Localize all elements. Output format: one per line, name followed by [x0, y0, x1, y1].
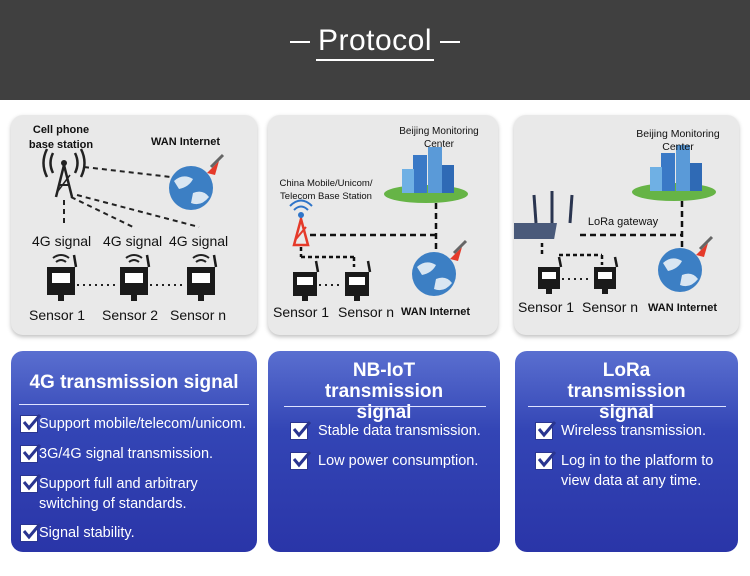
check-icon: [290, 421, 312, 440]
gateway-label: LoRa gateway: [587, 216, 659, 228]
station-label: China Mobile/Unicom/ Telecom Base Statio…: [279, 178, 373, 202]
sensor-device-icon: [120, 254, 151, 301]
signal-label-3: 4G signal: [169, 233, 229, 249]
center-label: Beijing Monitoring Center: [399, 126, 479, 150]
globe-icon: [658, 235, 714, 292]
internet-label: WAN Internet: [151, 136, 221, 148]
globe-icon: [412, 239, 468, 296]
sensor-device-icon: [345, 260, 372, 301]
sensor-device-icon: [594, 256, 619, 294]
signal-label-2: 4G signal: [103, 233, 163, 249]
internet-label: WAN Internet: [401, 306, 471, 318]
sensor-label-n: Sensor n: [338, 304, 395, 320]
card-divider: [284, 406, 486, 407]
page-title: Protocol: [0, 24, 750, 61]
diagram-4g-graphics: [42, 148, 225, 301]
card-nbiot: NB-IoT transmission signal Stable data t…: [268, 351, 500, 552]
check-icon: [20, 414, 42, 433]
panel-4g-diagram: Cell phone base station WAN Internet 4G …: [11, 115, 257, 335]
check-icon: [20, 523, 42, 542]
check-icon: [290, 451, 312, 470]
header-bar: Protocol: [0, 0, 750, 100]
check-icon: [20, 444, 42, 463]
card-4g: 4G transmission signal Support mobile/te…: [11, 351, 257, 552]
card-title: NB-IoT transmission signal: [324, 360, 444, 423]
base-station-icon: [289, 199, 313, 247]
sensor-device-icon: [187, 254, 218, 301]
sensor-label-1: Sensor 1: [518, 299, 575, 315]
feature-item: Log in to the platform to view data at a…: [561, 453, 714, 489]
feature-item: Stable data transmission.: [318, 423, 481, 439]
feature-item: Signal stability.: [39, 525, 135, 541]
monitoring-center-icon: [384, 147, 468, 203]
card-title: LoRa transmission signal: [567, 360, 686, 423]
card-divider: [528, 406, 726, 407]
sensor-device-icon: [538, 256, 563, 294]
sensor-label-n: Sensor n: [582, 299, 639, 315]
feature-item: Wireless transmission.: [561, 423, 707, 439]
title-dash-left: [289, 41, 310, 44]
panel-lora-diagram: Beijing Monitoring Center LoRa gateway S…: [514, 115, 739, 335]
feature-item: 3G/4G signal transmission.: [39, 446, 214, 462]
signal-label-1: 4G signal: [32, 233, 92, 249]
title-dash-right: [440, 41, 461, 44]
router-icon: [514, 191, 574, 239]
title-text: Protocol: [315, 24, 435, 61]
card-lora: LoRa transmission signal Wireless transm…: [515, 351, 738, 552]
feature-item: Support mobile/telecom/unicom.: [39, 416, 247, 432]
feature-item: Low power consumption.: [318, 453, 479, 469]
center-label: Beijing Monitoring Center: [636, 128, 720, 153]
sensor-label-2: Sensor 2: [102, 307, 159, 323]
internet-label: WAN Internet: [648, 302, 718, 314]
sensor-label-3: Sensor n: [170, 307, 227, 323]
globe-icon: [169, 153, 225, 210]
tower-label: Cell phone base station: [28, 124, 94, 151]
check-icon: [535, 421, 557, 440]
diagram-nbiot-graphics: [289, 147, 468, 301]
check-icon: [20, 474, 42, 493]
sensor-label-1: Sensor 1: [29, 307, 86, 323]
card-divider: [19, 404, 249, 405]
card-title: 4G transmission signal: [29, 372, 239, 393]
sensor-device-icon: [47, 254, 78, 301]
monitoring-center-icon: [632, 145, 716, 201]
panel-nbiot-diagram: Beijing Monitoring Center China Mobile/U…: [268, 115, 498, 335]
feature-item: Support full and arbitrary switching of …: [39, 476, 198, 512]
diagram-lora-graphics: [514, 145, 716, 294]
sensor-device-icon: [293, 260, 320, 301]
check-icon: [535, 451, 557, 470]
sensor-label-1: Sensor 1: [273, 304, 330, 320]
cell-tower-icon: [42, 148, 86, 198]
